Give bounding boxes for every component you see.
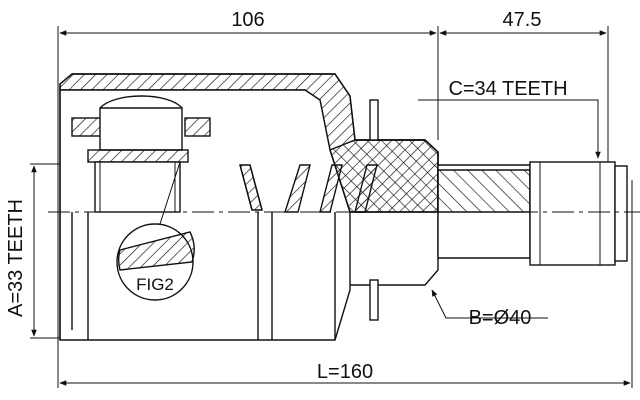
diameter-label: B=Ø40 xyxy=(469,307,532,329)
spline-shaft xyxy=(437,161,628,266)
housing-bands xyxy=(71,212,336,340)
spline-teeth-label: C=34 TEETH xyxy=(448,78,567,100)
housing-teeth-label: A=33 TEETH xyxy=(5,199,27,317)
dim-106-label: 106 xyxy=(231,9,264,31)
dim-47-5-label: 47.5 xyxy=(503,9,542,31)
extension-lines xyxy=(30,26,633,388)
leader-lines xyxy=(418,99,601,319)
fig2-detail xyxy=(116,161,195,301)
spider-bearing xyxy=(71,95,211,213)
spring-coils xyxy=(239,99,379,321)
fig2-label: FIG2 xyxy=(136,275,174,294)
length-label: L=160 xyxy=(317,361,373,383)
